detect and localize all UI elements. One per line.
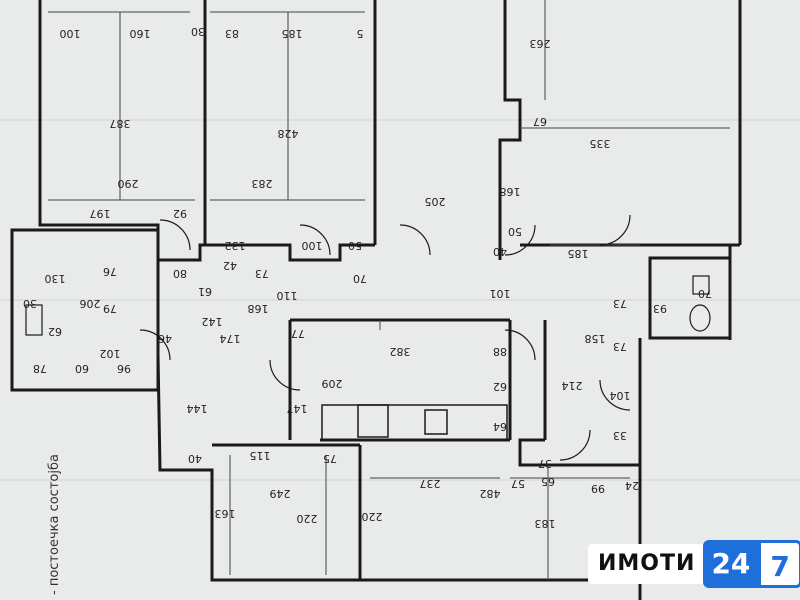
- dimension-label: 237: [420, 477, 441, 490]
- dimension-label: 92: [173, 207, 187, 220]
- dimension-label: 102: [100, 347, 121, 360]
- dimension-label: 283: [252, 177, 273, 190]
- dimension-label: 64: [493, 420, 507, 433]
- dimension-label: 335: [590, 137, 611, 150]
- dimension-label: 67: [533, 115, 547, 128]
- dimension-label: 104: [610, 389, 631, 402]
- paper-grid: [0, 119, 800, 481]
- dimension-label: 93: [653, 302, 667, 315]
- doors: [139, 214, 631, 461]
- dimension-label: 382: [390, 345, 411, 358]
- dimension-label: 5: [357, 27, 364, 40]
- dimension-label: 65: [541, 475, 555, 488]
- dimension-label: 73: [255, 267, 269, 280]
- dimension-label: 33: [613, 429, 627, 442]
- dimension-label: 99: [591, 482, 605, 495]
- dimension-label: 132: [225, 239, 246, 252]
- dimension-label: 249: [270, 487, 291, 500]
- dimension-label: 78: [33, 362, 47, 375]
- dimension-labels: 100 160 30 83 185 5 263 387 428 290 283 67 335 197 92 1…: [23, 25, 712, 530]
- logo-number-24: 24: [703, 540, 759, 588]
- dimension-label: 197: [90, 207, 111, 220]
- dimension-label: 185: [568, 247, 589, 260]
- dimension-label: 30: [191, 25, 205, 38]
- dimension-label: 57: [511, 477, 525, 490]
- dimension-label: 158: [585, 332, 606, 345]
- dimension-label: 77: [291, 327, 305, 340]
- dimension-label: 30: [23, 297, 37, 310]
- dimension-lines: [48, 0, 730, 580]
- dimension-label: 79: [103, 302, 117, 315]
- dimension-label: 220: [362, 510, 383, 523]
- dimension-label: 100: [302, 239, 323, 252]
- dimension-label: 88: [493, 345, 507, 358]
- imoti247-logo: ИМОТИ 24 7: [588, 540, 800, 588]
- dimension-label: 209: [322, 377, 343, 390]
- dimension-label: 73: [613, 340, 627, 353]
- dimension-label: 42: [223, 259, 237, 272]
- dimension-label: 70: [698, 287, 712, 300]
- dimension-label: 428: [278, 127, 299, 140]
- dimension-label: 214: [562, 379, 583, 392]
- dimension-label: 160: [130, 27, 151, 40]
- dimension-label: 100: [60, 27, 81, 40]
- dimension-label: 61: [198, 285, 212, 298]
- dimension-label: 24: [625, 479, 639, 492]
- dimension-label: 101: [490, 287, 511, 300]
- dimension-label: 263: [530, 37, 551, 50]
- dimension-label: 80: [173, 267, 187, 280]
- dimension-label: 40: [493, 245, 507, 258]
- dimension-label: 163: [215, 507, 236, 520]
- logo-word: ИМОТИ: [588, 544, 704, 584]
- dimension-label: 62: [48, 325, 62, 338]
- dimension-label: 130: [45, 272, 66, 285]
- dimension-label: 115: [250, 449, 271, 462]
- dimension-label: 60: [75, 362, 89, 375]
- dimension-label: 40: [188, 452, 202, 465]
- dimension-label: 62: [493, 380, 507, 393]
- dimension-label: 50: [508, 225, 522, 238]
- dimension-label: 110: [277, 289, 298, 302]
- dimension-label: 46: [158, 332, 172, 345]
- dimension-label: 75: [323, 452, 337, 465]
- dimension-label: 174: [220, 332, 241, 345]
- dimension-label: 206: [80, 297, 101, 310]
- dimension-label: 83: [225, 27, 239, 40]
- plan-caption: - постоечка состојба: [47, 454, 62, 595]
- logo-number-7: 7: [758, 540, 800, 588]
- kitchen-counter: [321, 404, 508, 441]
- dimension-label: 76: [103, 265, 117, 278]
- dimension-label: 96: [117, 362, 131, 375]
- dimension-label: 37: [538, 457, 552, 470]
- dimension-label: 144: [187, 402, 208, 415]
- dimension-label: 147: [287, 402, 308, 415]
- dimension-label: 50: [348, 239, 362, 252]
- dimension-label: 290: [118, 177, 139, 190]
- dimension-label: 387: [110, 117, 131, 130]
- dimension-label: 220: [297, 512, 318, 525]
- dimension-label: 482: [480, 487, 501, 500]
- dimension-label: 168: [500, 185, 521, 198]
- dimension-label: 73: [613, 297, 627, 310]
- dimension-label: 168: [248, 302, 269, 315]
- bath-fixtures: [25, 275, 711, 336]
- dimension-label: 142: [202, 315, 223, 328]
- dimension-label: 205: [425, 195, 446, 208]
- dimension-label: 185: [282, 27, 303, 40]
- dimension-label: 183: [535, 517, 556, 530]
- dimension-label: 70: [353, 272, 367, 285]
